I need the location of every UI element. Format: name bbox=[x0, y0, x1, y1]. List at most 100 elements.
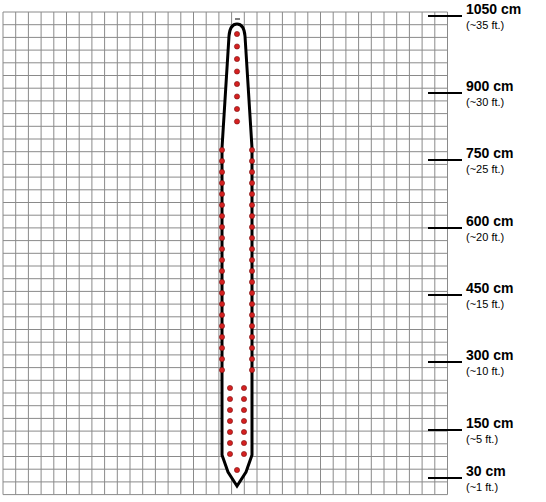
feet-label: (~20 ft.) bbox=[466, 231, 504, 243]
feet-label: (~5 ft.) bbox=[466, 433, 498, 445]
sensor-dot bbox=[241, 429, 246, 434]
sensor-dot bbox=[219, 257, 224, 262]
sensor-dot bbox=[219, 213, 224, 218]
sensor-dot bbox=[219, 367, 224, 372]
depth-label: 300 cm bbox=[466, 348, 513, 363]
scale-tick bbox=[428, 92, 462, 94]
sensor-dot bbox=[249, 147, 254, 152]
sensor-dot bbox=[234, 119, 239, 124]
sensor-dot bbox=[249, 356, 254, 361]
sensor-dot bbox=[219, 147, 224, 152]
sensor-dot bbox=[249, 191, 254, 196]
scale-tick bbox=[428, 294, 462, 296]
sensor-dot bbox=[234, 56, 239, 61]
depth-label: 30 cm bbox=[466, 464, 506, 479]
sensor-dot bbox=[241, 396, 246, 401]
sensor-dot bbox=[219, 202, 224, 207]
grid-line bbox=[3, 469, 448, 470]
sensor-dot bbox=[227, 429, 232, 434]
grid-line bbox=[3, 62, 448, 63]
scale-tick bbox=[428, 15, 462, 17]
sensor-dot bbox=[219, 279, 224, 284]
sensor-dot bbox=[219, 345, 224, 350]
sensor-dot bbox=[227, 418, 232, 423]
sensor-dot bbox=[249, 180, 254, 185]
sensor-dot bbox=[249, 323, 254, 328]
sensor-dot bbox=[219, 301, 224, 306]
sensor-dot bbox=[219, 312, 224, 317]
feet-label: (~30 ft.) bbox=[466, 96, 504, 108]
sensor-dots bbox=[219, 31, 254, 472]
sensor-dot bbox=[234, 467, 239, 472]
sensor-dot bbox=[241, 385, 246, 390]
sensor-dot bbox=[249, 279, 254, 284]
sensor-dot bbox=[219, 290, 224, 295]
sensor-dot bbox=[249, 169, 254, 174]
sensor-dot bbox=[219, 191, 224, 196]
sensor-dot bbox=[241, 440, 246, 445]
sensor-dot bbox=[249, 246, 254, 251]
sensor-dot bbox=[219, 158, 224, 163]
sensor-dot bbox=[227, 385, 232, 390]
sensor-dot bbox=[219, 268, 224, 273]
sensor-dot bbox=[234, 94, 239, 99]
sensor-dot bbox=[219, 323, 224, 328]
scale-tick bbox=[428, 429, 462, 431]
sensor-dot bbox=[249, 158, 254, 163]
grid-line bbox=[3, 50, 448, 51]
grid bbox=[3, 12, 448, 495]
sensor-dot bbox=[249, 257, 254, 262]
sensor-dot bbox=[227, 440, 232, 445]
sensor-dot bbox=[249, 334, 254, 339]
sensor-dot bbox=[249, 367, 254, 372]
sensor-dot bbox=[234, 31, 239, 36]
depth-label: 1050 cm bbox=[466, 2, 521, 17]
sensor-dot bbox=[234, 44, 239, 49]
scale-tick bbox=[428, 477, 462, 479]
depth-label: 750 cm bbox=[466, 146, 513, 161]
sensor-dot bbox=[219, 180, 224, 185]
sensor-dot bbox=[227, 451, 232, 456]
sensor-dot bbox=[227, 407, 232, 412]
sensor-dot bbox=[234, 106, 239, 111]
sensor-dot bbox=[249, 235, 254, 240]
depth-label: 450 cm bbox=[466, 281, 513, 296]
sensor-dot bbox=[241, 418, 246, 423]
depth-label: 600 cm bbox=[466, 214, 513, 229]
scale-ticks bbox=[428, 16, 462, 478]
sensor-dot bbox=[219, 246, 224, 251]
sensor-dot bbox=[249, 202, 254, 207]
sensor-dot bbox=[249, 290, 254, 295]
feet-label: (~25 ft.) bbox=[466, 163, 504, 175]
sensor-dot bbox=[219, 169, 224, 174]
feet-label: (~1 ft.) bbox=[466, 481, 498, 493]
sensor-dot bbox=[249, 213, 254, 218]
sensor-dot bbox=[234, 81, 239, 86]
sensor-dot bbox=[227, 396, 232, 401]
feet-label: (~35 ft.) bbox=[466, 19, 504, 31]
depth-label: 150 cm bbox=[466, 416, 513, 431]
sensor-dot bbox=[219, 334, 224, 339]
feet-label: (~15 ft.) bbox=[466, 298, 504, 310]
sensor-dot bbox=[249, 268, 254, 273]
grid-line bbox=[3, 494, 448, 495]
scale-tick bbox=[428, 159, 462, 161]
pile-outline bbox=[222, 24, 252, 486]
sensor-dot bbox=[241, 407, 246, 412]
sensor-dot bbox=[219, 235, 224, 240]
feet-label: (~10 ft.) bbox=[466, 365, 504, 377]
sensor-dot bbox=[249, 312, 254, 317]
sensor-dot bbox=[219, 356, 224, 361]
scale-tick bbox=[428, 361, 462, 363]
depth-label: 900 cm bbox=[466, 79, 513, 94]
grid-line bbox=[3, 481, 448, 482]
grid-line bbox=[3, 37, 448, 38]
scale-tick bbox=[428, 227, 462, 229]
grid-line bbox=[3, 12, 448, 13]
sensor-dot bbox=[234, 69, 239, 74]
sensor-dot bbox=[219, 224, 224, 229]
sensor-dot bbox=[249, 224, 254, 229]
sensor-dot bbox=[249, 345, 254, 350]
grid-line bbox=[3, 24, 448, 25]
